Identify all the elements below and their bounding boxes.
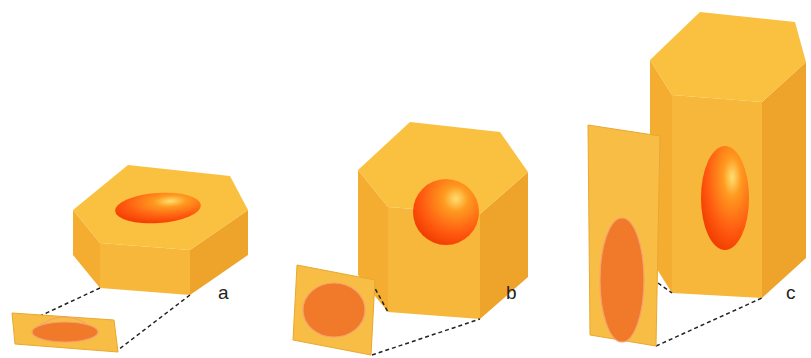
columnar-cell <box>588 12 806 346</box>
panel-letter: b <box>506 283 517 302</box>
cubic-cell <box>293 122 528 355</box>
panel-letter: c <box>786 283 796 302</box>
flat-cell <box>12 165 248 352</box>
panel-letter: a <box>218 283 229 302</box>
